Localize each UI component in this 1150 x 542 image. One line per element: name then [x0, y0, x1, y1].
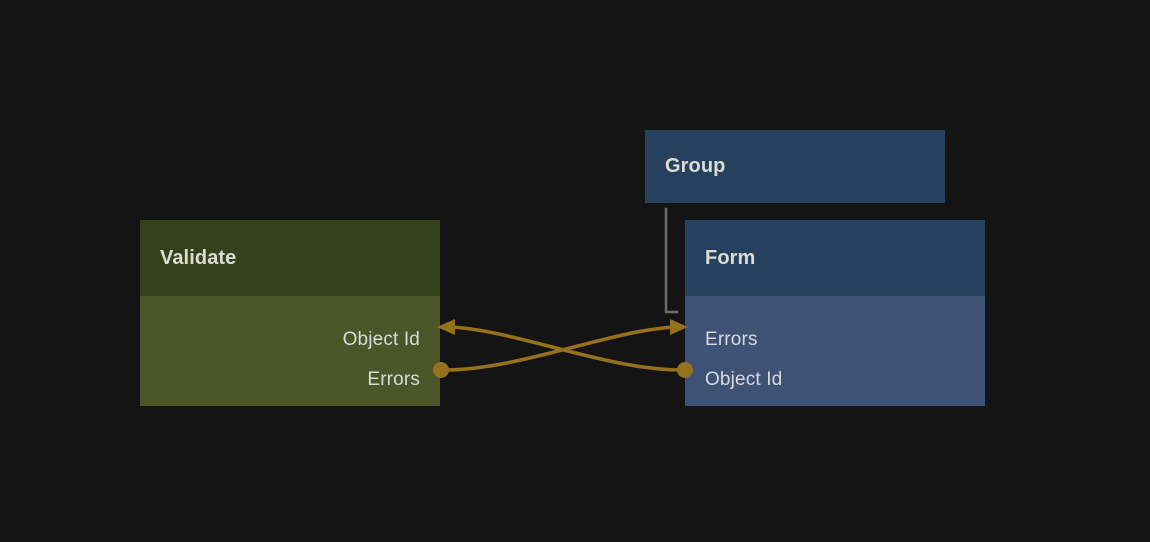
node-validate-body: Object Id Errors: [140, 296, 440, 406]
node-group[interactable]: Group: [645, 130, 945, 203]
group-to-form-bracket: [664, 207, 679, 314]
port-label: Errors: [705, 329, 758, 350]
node-validate-header[interactable]: Validate: [140, 220, 440, 296]
node-group-header[interactable]: Group: [645, 130, 945, 203]
node-validate[interactable]: Validate Object Id Errors: [140, 220, 440, 406]
node-form-body: Errors Object Id: [685, 296, 985, 406]
port-form-errors[interactable]: Errors: [685, 328, 985, 352]
edge-errors-path: [442, 325, 678, 372]
edge-object-id-path: [448, 325, 684, 372]
port-form-object-id[interactable]: Object Id: [685, 368, 985, 392]
node-form-header[interactable]: Form: [685, 220, 985, 296]
port-label: Object Id: [705, 369, 783, 390]
port-validate-object-id[interactable]: Object Id: [140, 328, 440, 352]
port-label: Object Id: [342, 329, 420, 350]
edge-errors[interactable]: [433, 319, 688, 378]
node-form[interactable]: Form Errors Object Id: [685, 220, 985, 406]
node-form-title: Form: [705, 246, 756, 269]
port-validate-errors[interactable]: Errors: [140, 368, 440, 392]
edge-object-id[interactable]: [437, 319, 693, 378]
node-group-title: Group: [665, 155, 726, 177]
node-validate-title: Validate: [160, 246, 237, 269]
port-label: Errors: [367, 369, 420, 390]
